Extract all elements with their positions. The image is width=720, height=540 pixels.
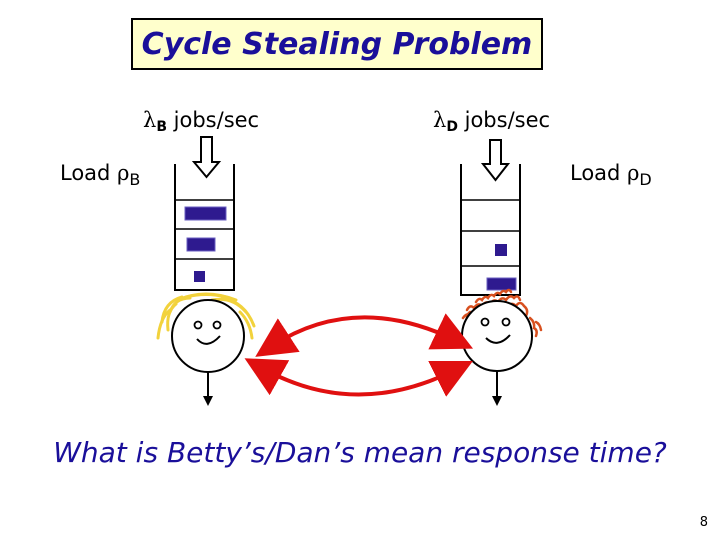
- question-text: What is Betty’s/Dan’s mean response time…: [53, 436, 667, 469]
- slide-title: Cycle Stealing Problem: [141, 26, 533, 62]
- job-block: [186, 237, 216, 252]
- dan-arrival-arrow: [480, 139, 511, 182]
- rho-symbol: ρ: [117, 161, 130, 185]
- betty-load-subscript: B: [129, 170, 141, 189]
- load-prefix: Load: [570, 161, 628, 185]
- dan-queue: [460, 164, 521, 296]
- cycle-stealing-arrows: [244, 313, 474, 397]
- steal-arrow-top: [255, 313, 474, 357]
- job-block: [194, 271, 205, 282]
- eye: [212, 320, 222, 330]
- betty-load-label: Load ρB: [60, 161, 140, 189]
- lambda-symbol: λ: [433, 108, 447, 132]
- betty-arrival-arrow: [191, 136, 222, 179]
- dan-output-arrowhead: [492, 396, 502, 406]
- rho-symbol: ρ: [627, 161, 640, 185]
- job-block: [486, 277, 517, 291]
- job-block: [184, 206, 227, 221]
- dan-server: [461, 288, 543, 406]
- dan-arrival-unit: jobs/sec: [457, 108, 551, 132]
- betty-hair: [156, 292, 256, 340]
- betty-server: [156, 292, 256, 406]
- dan-arrival-subscript: D: [446, 119, 458, 135]
- dan-arrival-rate-label: λD jobs/sec: [433, 108, 550, 135]
- dan-face: [461, 300, 533, 372]
- eye: [480, 317, 490, 327]
- smile: [485, 334, 511, 344]
- smile: [196, 335, 221, 345]
- title-box: Cycle Stealing Problem: [131, 18, 543, 70]
- job-block: [495, 244, 507, 256]
- betty-face: [171, 299, 245, 373]
- betty-output-arrowhead: [203, 396, 213, 406]
- dan-load-label: Load ρD: [570, 161, 652, 189]
- eye: [501, 317, 511, 327]
- lambda-symbol: λ: [143, 108, 157, 132]
- steal-arrow-bottom: [244, 358, 473, 397]
- betty-arrival-unit: jobs/sec: [166, 108, 260, 132]
- load-prefix: Load: [60, 161, 118, 185]
- dan-load-subscript: D: [639, 170, 652, 189]
- betty-queue: [174, 164, 235, 291]
- eye: [193, 320, 203, 330]
- page-number: 8: [699, 515, 708, 530]
- betty-arrival-subscript: B: [156, 119, 167, 135]
- betty-arrival-rate-label: λB jobs/sec: [143, 108, 259, 135]
